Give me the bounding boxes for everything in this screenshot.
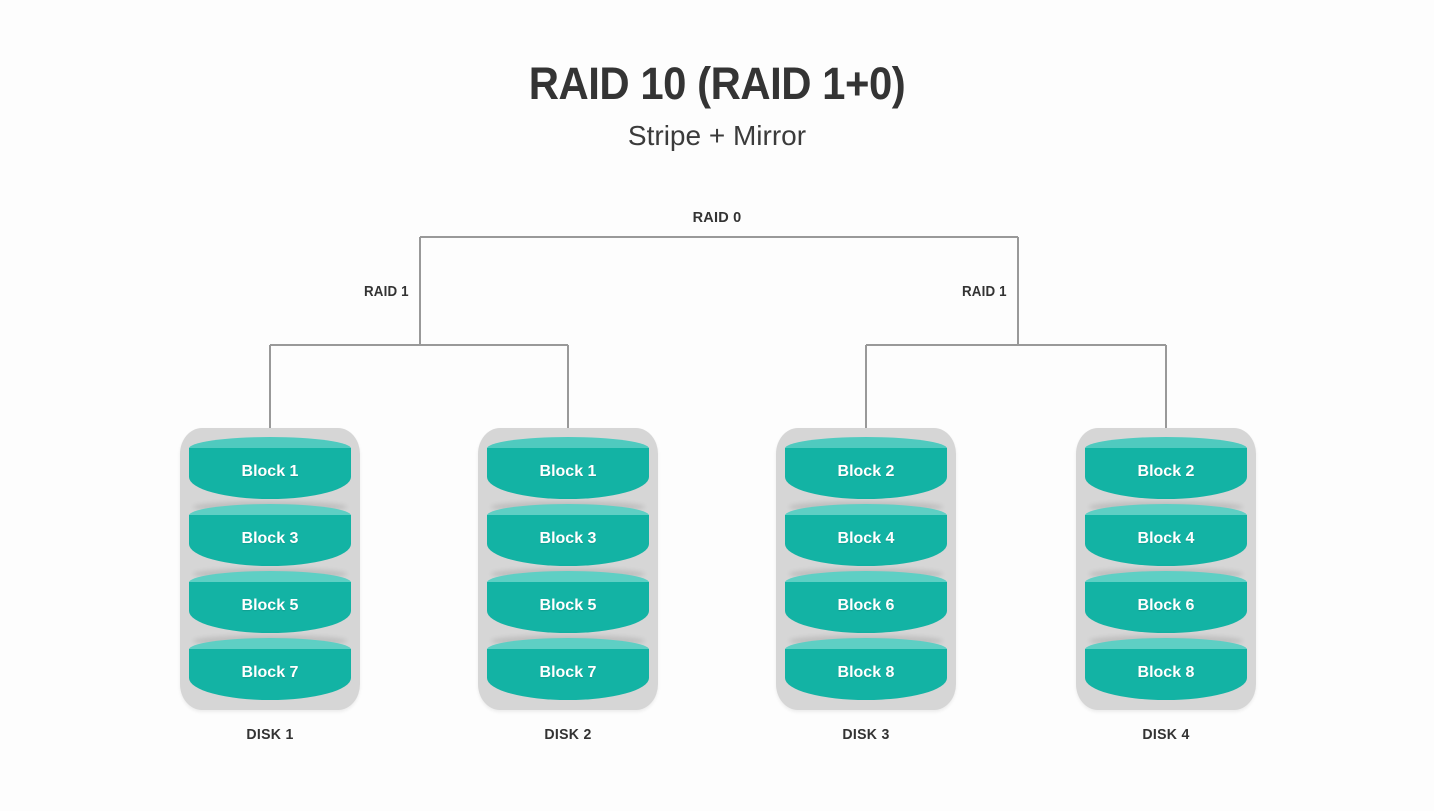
- disk-3-shell: Block 2 Block 4 Block 6: [776, 428, 956, 710]
- disk-3-block-0-label: Block 2: [837, 463, 895, 480]
- cylinder-body: [487, 582, 649, 633]
- disk-2-block-3: Block 7: [487, 635, 649, 700]
- disk-2-block-3-label: Block 7: [539, 664, 597, 681]
- page-subtitle: Stripe + Mirror: [627, 120, 807, 151]
- disk-2: Block 1 Block 3 Block 5: [478, 428, 658, 743]
- disk-3-block-2-label: Block 6: [837, 597, 895, 614]
- disk-4: Block 2 Block 4 Block 6: [1076, 428, 1256, 743]
- cylinder-body: [487, 649, 649, 700]
- cylinder-body: [189, 515, 351, 566]
- disk-4-shell: Block 2 Block 4 Block 6: [1076, 428, 1256, 710]
- disk-2-block-1-label: Block 3: [539, 530, 597, 547]
- disk-1-name: DISK 1: [246, 726, 294, 743]
- disk-2-block-2: Block 5: [487, 568, 649, 633]
- disk-4-block-0: Block 2: [1085, 437, 1247, 499]
- raid1-left-label: RAID 1: [363, 284, 409, 300]
- cylinder-body: [785, 582, 947, 633]
- disk-4-block-3: Block 8: [1085, 635, 1247, 700]
- disk-2-block-0-label: Block 1: [539, 463, 597, 480]
- cylinder-body: [1085, 515, 1247, 566]
- disk-1-block-0: Block 1: [189, 437, 351, 499]
- disk-2-block-0: Block 1: [487, 437, 649, 499]
- disk-1-block-1: Block 3: [189, 501, 351, 566]
- disk-3-block-1: Block 4: [785, 501, 947, 566]
- cylinder-body: [487, 448, 649, 499]
- disk-1-block-2: Block 5: [189, 568, 351, 633]
- cylinder-body: [785, 649, 947, 700]
- disk-1: Block 1 Block 3 Block 5: [180, 428, 360, 743]
- disk-3-block-0: Block 2: [785, 437, 947, 499]
- cylinder-body: [189, 448, 351, 499]
- disk-1-block-0-label: Block 1: [241, 463, 299, 480]
- disk-4-block-2-label: Block 6: [1137, 597, 1195, 614]
- disk-4-block-1: Block 4: [1085, 501, 1247, 566]
- disk-1-block-3-label: Block 7: [241, 664, 299, 681]
- disk-4-block-2: Block 6: [1085, 568, 1247, 633]
- page-title: RAID 10 (RAID 1+0): [528, 58, 906, 109]
- raid0-label: RAID 0: [692, 210, 742, 226]
- disk-4-block-0-label: Block 2: [1137, 463, 1195, 480]
- cylinder-body: [487, 515, 649, 566]
- disk-1-block-1-label: Block 3: [241, 530, 299, 547]
- disk-4-block-1-label: Block 4: [1137, 530, 1195, 547]
- cylinder-body: [1085, 649, 1247, 700]
- disk-3-block-3-label: Block 8: [837, 664, 895, 681]
- cylinder-body: [785, 515, 947, 566]
- disk-3-block-2: Block 6: [785, 568, 947, 633]
- disk-4-name: DISK 4: [1142, 726, 1190, 743]
- disk-3-block-stack: Block 2 Block 4 Block 6: [785, 437, 947, 701]
- disk-1-block-3: Block 7: [189, 635, 351, 700]
- disk-2-block-1: Block 3: [487, 501, 649, 566]
- disk-3-block-3: Block 8: [785, 635, 947, 700]
- disk-3-name: DISK 3: [842, 726, 890, 743]
- disk-2-block-2-label: Block 5: [539, 597, 597, 614]
- disk-3: Block 2 Block 4 Block 6: [776, 428, 956, 743]
- disk-2-name: DISK 2: [544, 726, 592, 743]
- cylinder-body: [189, 582, 351, 633]
- disk-2-shell: Block 1 Block 3 Block 5: [478, 428, 658, 710]
- disk-1-shell: Block 1 Block 3 Block 5: [180, 428, 360, 710]
- cylinder-body: [189, 649, 351, 700]
- cylinder-body: [785, 448, 947, 499]
- disk-2-block-stack: Block 1 Block 3 Block 5: [487, 437, 649, 701]
- disk-3-block-1-label: Block 4: [837, 530, 895, 547]
- disk-1-block-2-label: Block 5: [241, 597, 299, 614]
- cylinder-body: [1085, 582, 1247, 633]
- disk-4-block-stack: Block 2 Block 4 Block 6: [1085, 437, 1247, 701]
- cylinder-body: [1085, 448, 1247, 499]
- disk-4-block-3-label: Block 8: [1137, 664, 1195, 681]
- disk-1-block-stack: Block 1 Block 3 Block 5: [189, 437, 351, 701]
- raid1-right-label: RAID 1: [961, 284, 1007, 300]
